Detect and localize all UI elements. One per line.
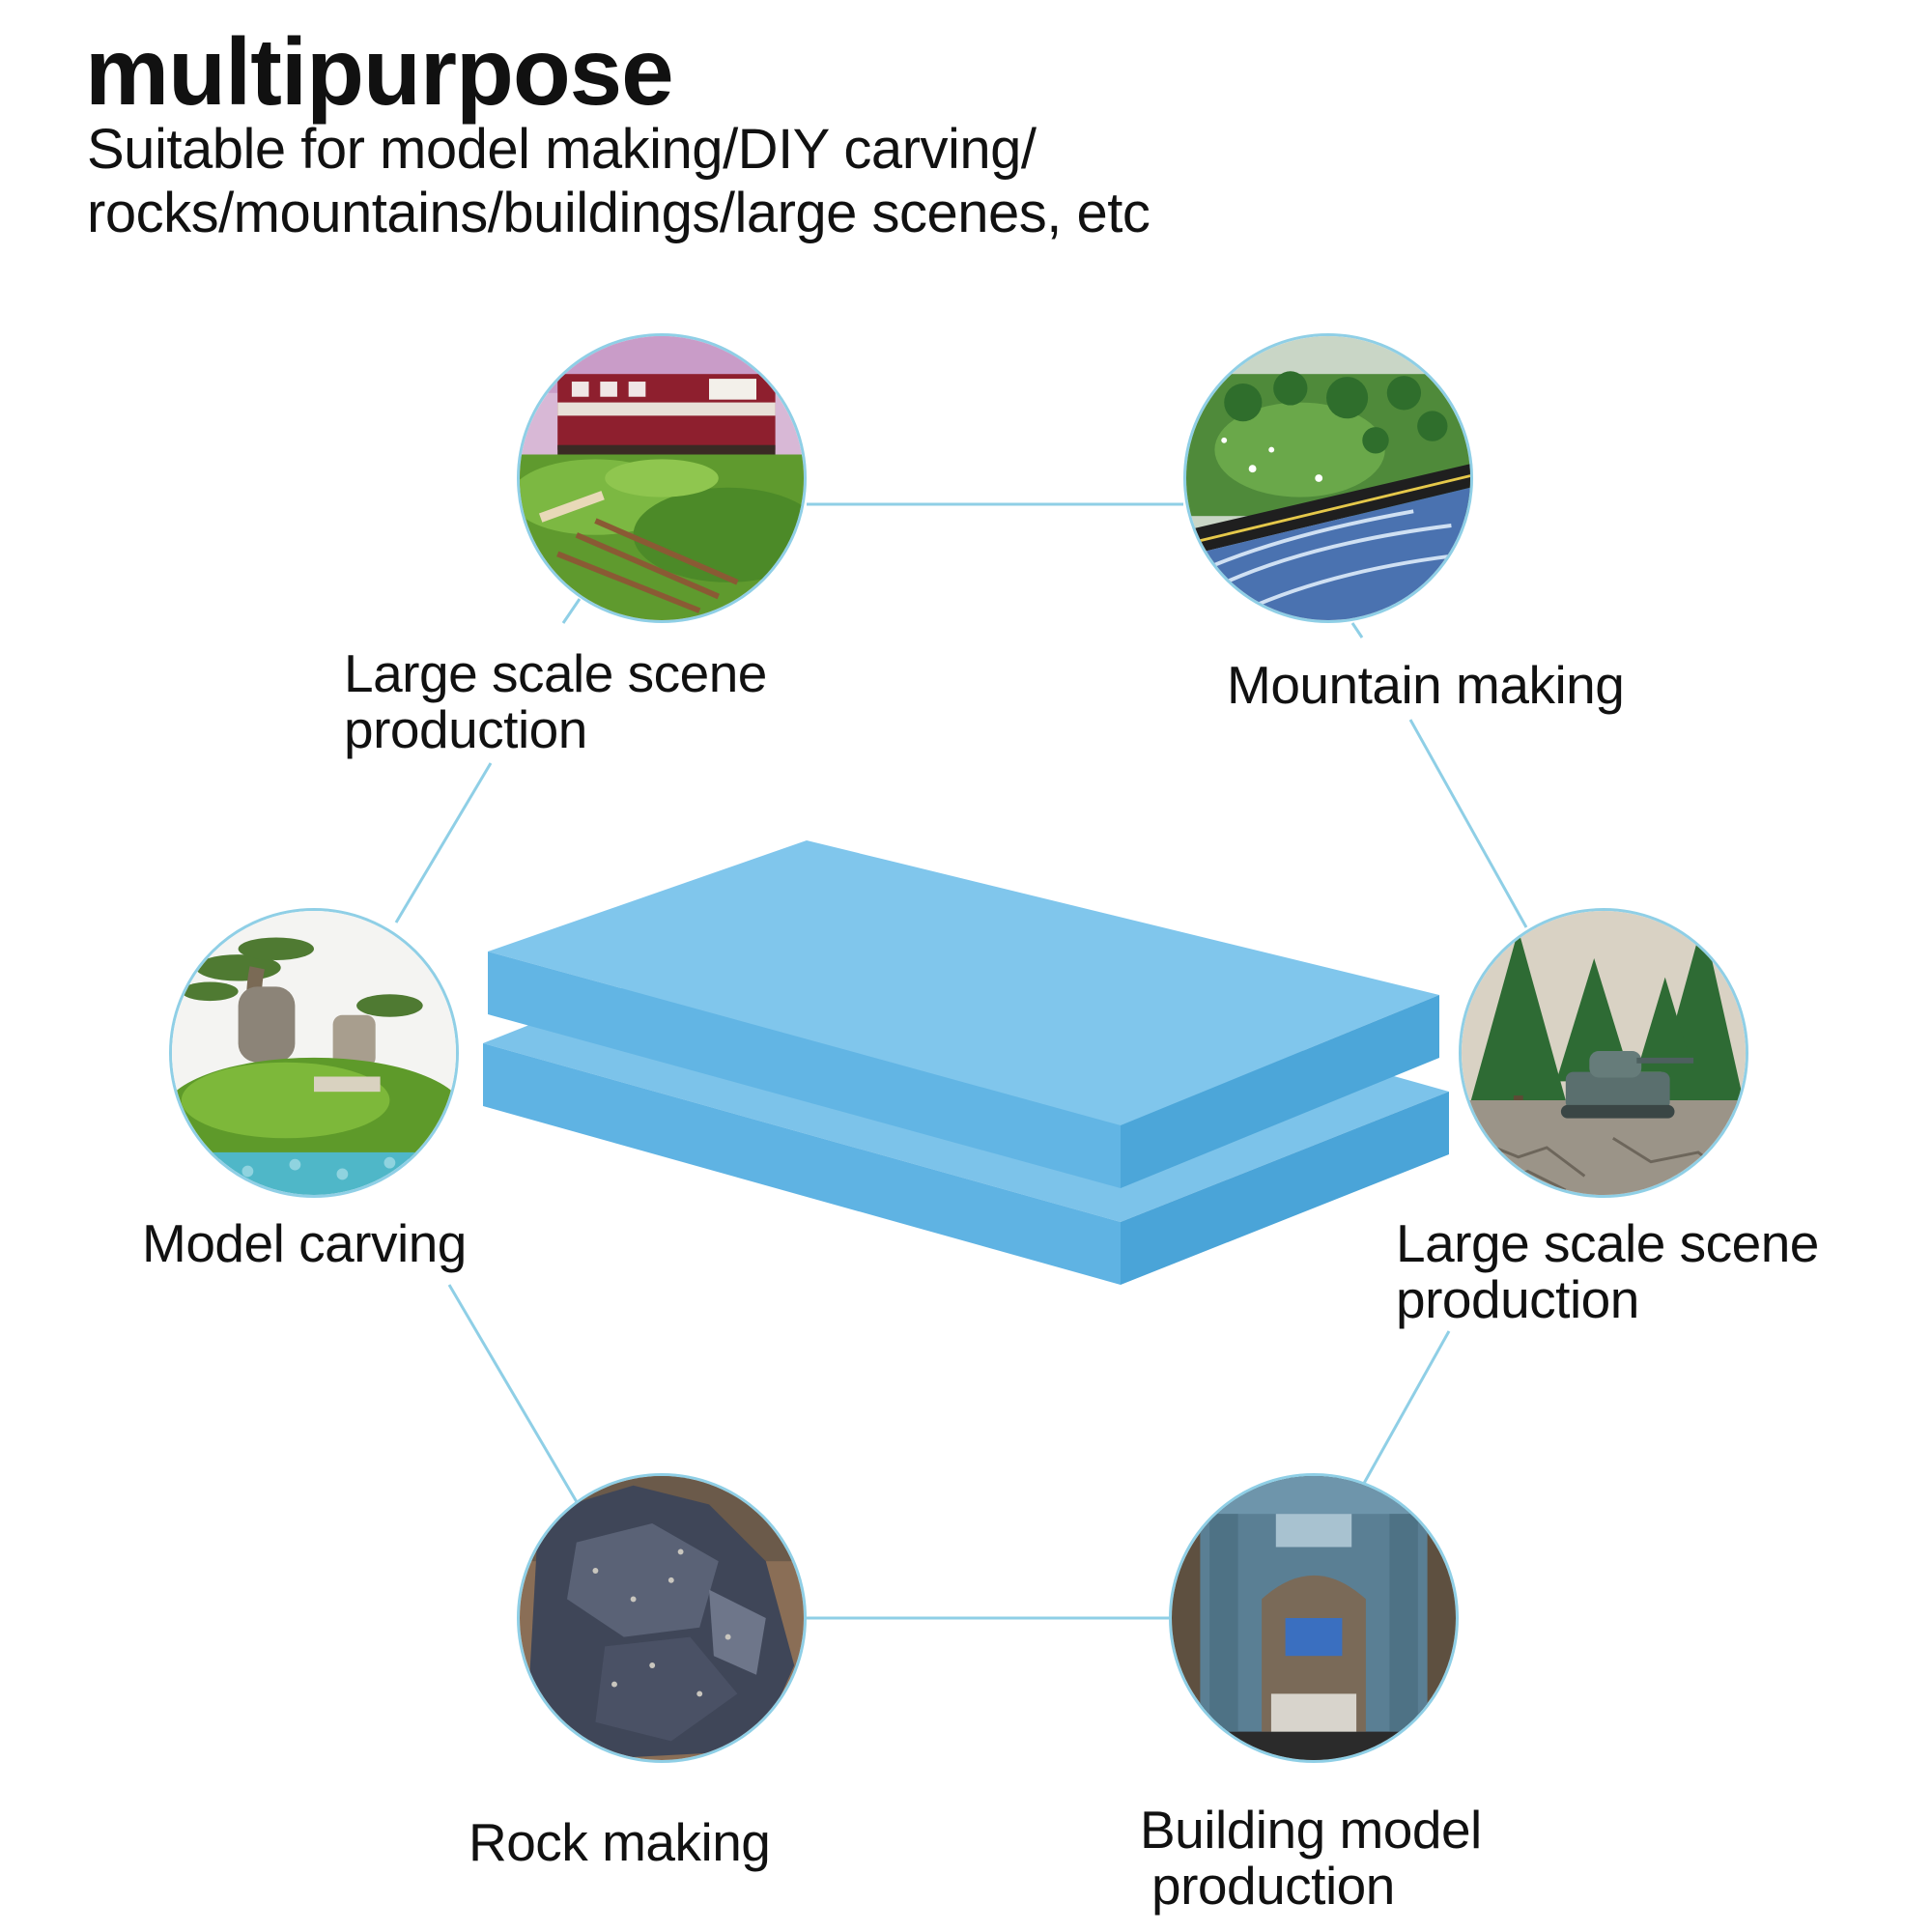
connector-top-right-b <box>1408 719 1528 928</box>
model-train-scene-photo <box>517 333 807 623</box>
connector-bottom-right <box>1355 1330 1451 1496</box>
connector-top-left-b <box>394 762 493 923</box>
mountain-diorama-icon <box>1186 336 1470 620</box>
subtitle-line-2: rocks/mountains/buildings/large scenes, … <box>87 182 1151 244</box>
label-model-carving: Model carving <box>142 1213 467 1273</box>
bottom-board-front <box>483 1043 1121 1285</box>
page-subtitle: Suitable for model making/DIY carving/ r… <box>87 118 1151 245</box>
carved-rock-icon <box>520 1476 804 1760</box>
building-facade-model-icon <box>1172 1476 1456 1760</box>
top-board-top <box>488 840 1439 1125</box>
carved-rock-photo <box>517 1473 807 1763</box>
label-rock-making: Rock making <box>469 1812 771 1872</box>
label-mountain-making: Mountain making <box>1227 655 1625 715</box>
tank-forest-diorama-photo <box>1459 908 1748 1198</box>
blue-foam-boards-image <box>483 840 1449 1285</box>
label-large-scale-scene-2: Large scale scene production <box>1396 1213 1819 1329</box>
building-facade-model-photo <box>1169 1473 1459 1763</box>
top-board-side <box>1121 995 1439 1188</box>
tank-forest-diorama-icon <box>1462 911 1746 1195</box>
mountain-diorama-photo <box>1183 333 1473 623</box>
connector-bottom-left <box>447 1284 582 1508</box>
top-board-front <box>488 952 1121 1188</box>
bottom-board-side <box>1121 1092 1449 1285</box>
subtitle-line-1: Suitable for model making/DIY carving/ <box>87 118 1037 181</box>
bonsai-landscape-photo <box>169 908 459 1198</box>
model-train-scene-icon <box>520 336 804 620</box>
page-title: multipurpose <box>85 18 674 125</box>
label-large-scale-scene-1: Large scale scene production <box>344 643 767 759</box>
bonsai-landscape-icon <box>172 911 456 1195</box>
connector-top-left-a <box>561 598 582 624</box>
label-building-model: Building model production <box>1140 1800 1482 1916</box>
connector-top-right-a <box>1350 622 1364 639</box>
